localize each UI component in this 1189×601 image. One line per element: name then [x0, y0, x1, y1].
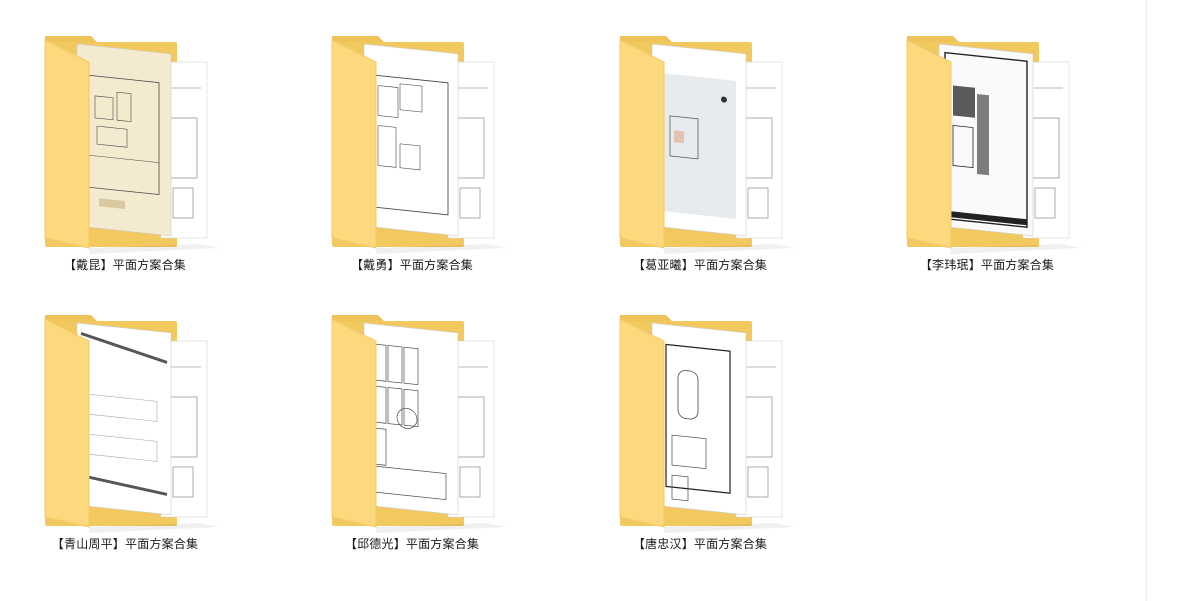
folder-with-dense-floor-plan-icon: [302, 307, 522, 537]
folder-item[interactable]: 【戴勇】平面方案合集: [302, 28, 522, 290]
folder-label: 【青山周平】平面方案合集: [51, 537, 199, 551]
folder-with-floor-plan-icon: [302, 28, 522, 258]
folder-item[interactable]: 【葛亚曦】平面方案合集: [590, 28, 810, 290]
folder-label: 【葛亚曦】平面方案合集: [632, 258, 768, 272]
folder-label: 【李玮珉】平面方案合集: [919, 258, 1055, 272]
folder-label: 【唐忠汉】平面方案合集: [632, 537, 768, 551]
folder-with-beige-floor-plan-icon: [15, 28, 235, 258]
folder-label: 【邱德光】平面方案合集: [344, 537, 480, 551]
folder-item[interactable]: 【青山周平】平面方案合集: [15, 307, 235, 569]
folder-content-area[interactable]: 【戴昆】平面方案合集 【戴勇】平面方案合集 【葛亚曦】平面方案合集 【李玮珉】平面方案…: [0, 0, 1146, 601]
folder-with-floor-plan-icon: [590, 307, 810, 537]
folder-item[interactable]: 【戴昆】平面方案合集: [15, 28, 235, 290]
folder-item[interactable]: 【唐忠汉】平面方案合集: [590, 307, 810, 569]
folder-label: 【戴昆】平面方案合集: [63, 258, 186, 272]
folder-with-floor-plan-icon: [590, 28, 810, 258]
folder-item[interactable]: 【邱德光】平面方案合集: [302, 307, 522, 569]
folder-with-floor-plan-icon: [15, 307, 235, 537]
folder-with-dark-floor-plan-icon: [877, 28, 1097, 258]
folder-item[interactable]: 【李玮珉】平面方案合集: [877, 28, 1097, 290]
vertical-scrollbar[interactable]: [1146, 0, 1147, 601]
folder-label: 【戴勇】平面方案合集: [350, 258, 473, 272]
